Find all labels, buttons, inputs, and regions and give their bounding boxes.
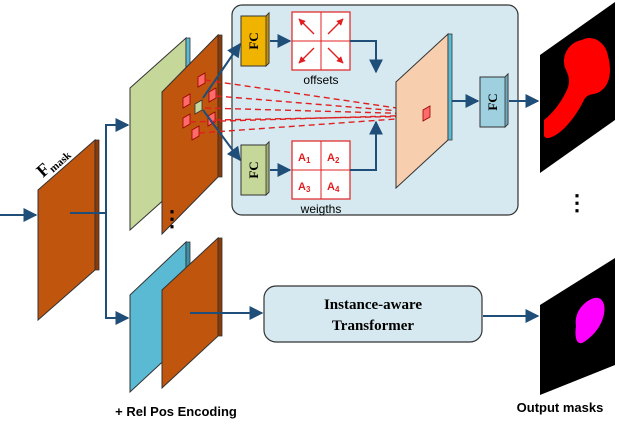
transformer-line1: Instance-aware	[324, 297, 422, 313]
fc-output-block: FC	[479, 72, 509, 128]
output-ellipsis: ⋮	[566, 190, 588, 215]
upper-orange-map	[161, 33, 223, 236]
offsets-to-map-arrow	[350, 40, 383, 74]
branch-line	[70, 118, 130, 214]
reference-point	[194, 99, 203, 115]
middle-ellipsis: ⋮	[161, 206, 183, 231]
aggregated-feature-map	[395, 32, 453, 190]
weight-a2: A	[327, 152, 335, 164]
weights-grid: A1 A2 A3 A4	[291, 140, 351, 200]
attention-dashed-lines	[189, 79, 425, 134]
svg-text:A2: A2	[327, 152, 340, 165]
weight-a3: A	[298, 181, 306, 193]
target-point	[422, 105, 431, 122]
svg-text:A1: A1	[298, 152, 311, 165]
fc-weights-label: FC	[246, 161, 261, 178]
weight-a1: A	[298, 152, 306, 164]
sampling-points	[182, 72, 217, 141]
offsets-grid	[291, 11, 351, 71]
transformer-line2: Transformer	[332, 318, 415, 334]
output-mask-2	[540, 258, 615, 395]
weights-label: weigths	[300, 202, 342, 216]
to-fc-top-arrow	[202, 42, 241, 99]
fc-weights-block: FC	[240, 140, 270, 196]
weights-to-map-arrow	[350, 120, 383, 171]
offsets-label: offsets	[303, 73, 338, 87]
output-masks-label: Output masks	[517, 400, 604, 415]
branch-line-lower	[105, 213, 130, 325]
svg-text:A3: A3	[298, 181, 311, 194]
fc-offsets-label: FC	[246, 32, 261, 49]
deformable-attention-panel	[231, 4, 519, 216]
rel-pos-encoding-label: + Rel Pos Encoding	[115, 404, 237, 419]
instance-aware-transformer: Instance-aware Transformer	[263, 285, 483, 343]
svg-text:A4: A4	[327, 181, 340, 194]
to-fc-bottom-arrow	[202, 109, 241, 162]
fc-output-label: FC	[485, 93, 500, 110]
fc-offsets-block: FC	[240, 11, 270, 67]
f-mask-feature-map	[37, 138, 100, 322]
output-mask-1	[540, 2, 615, 173]
weight-a4: A	[327, 181, 335, 193]
